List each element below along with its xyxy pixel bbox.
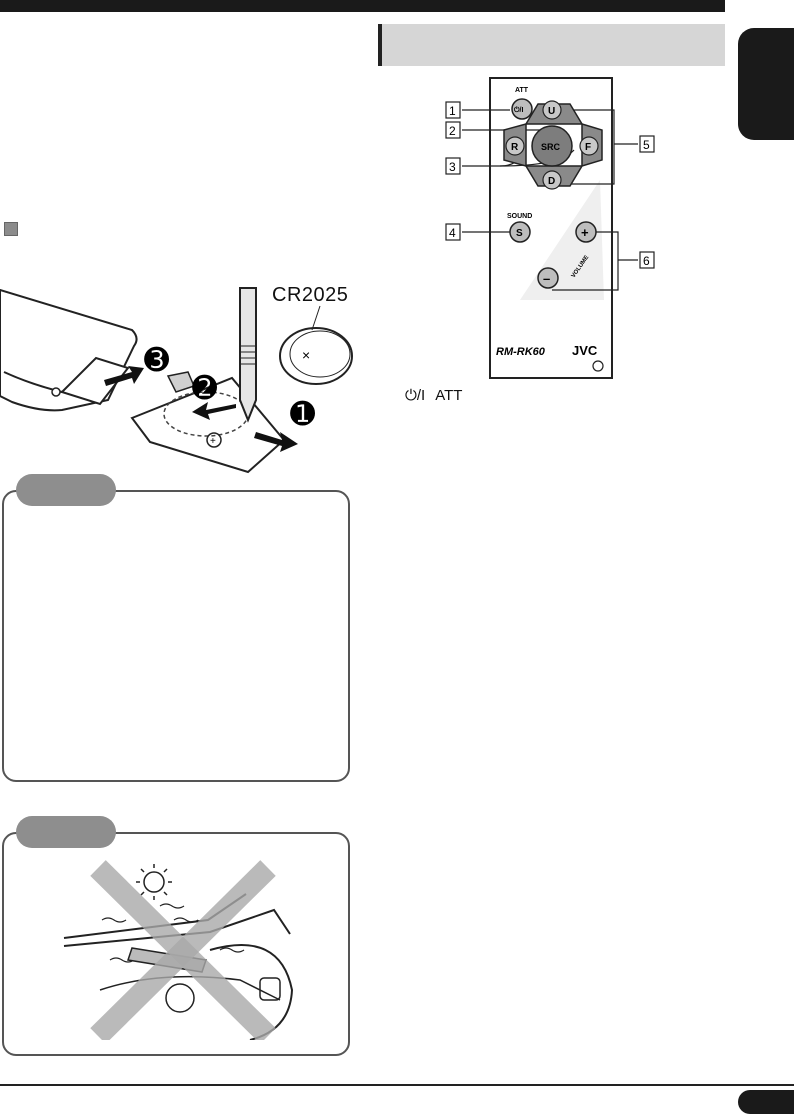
- up-label: U: [548, 106, 555, 117]
- power-button-label: ⏻/I: [514, 106, 523, 114]
- arrow-1: [254, 432, 298, 452]
- callout-6: 6: [643, 254, 650, 268]
- page-number-tab: [738, 1090, 794, 1114]
- r-button: [505, 136, 525, 156]
- section-header-bar: [378, 24, 725, 66]
- callout-1: 1: [449, 104, 456, 118]
- callout-4: 4: [449, 226, 456, 240]
- gauge: [165, 983, 195, 1013]
- power-symbol: ⏻/I: [405, 387, 426, 404]
- remote-hole: [51, 387, 61, 397]
- dashboard-front: [63, 908, 291, 947]
- volume-plus-button: [575, 221, 597, 243]
- remote-control-diagram: ATT ⏻/I U D R F SRC SOUND S + – VOLUME R…: [445, 77, 655, 379]
- att-text: ATT: [435, 387, 463, 404]
- step-3: ➌: [144, 344, 169, 377]
- sun-icon: [143, 871, 165, 893]
- subsection-marker: [4, 222, 18, 236]
- sound-button-label: S: [516, 228, 523, 239]
- callout-3: 3: [449, 160, 456, 174]
- src-label: SRC: [541, 142, 561, 152]
- brand-label: JVC: [572, 343, 598, 358]
- tray-clip: [166, 371, 196, 393]
- arrow-2: [192, 402, 236, 420]
- coin-battery: [279, 327, 353, 385]
- callout-2: 2: [449, 124, 456, 138]
- callout-5: 5: [643, 138, 650, 152]
- tray-plus-text: +: [210, 436, 216, 447]
- coin-battery-rim: [289, 330, 351, 378]
- sound-button: [509, 221, 531, 243]
- arrow-3: [104, 366, 144, 386]
- coin-battery-leader: [311, 305, 321, 331]
- prohibition-cross-b: [90, 860, 276, 1040]
- volume-minus-button: [537, 267, 559, 289]
- down-label: D: [548, 176, 555, 187]
- remote-slot: [60, 356, 130, 406]
- remote-corner-hole: [592, 360, 604, 372]
- callout-boxes: [445, 101, 655, 269]
- f-label: F: [585, 142, 591, 153]
- f-button: [579, 136, 599, 156]
- vent: [259, 977, 281, 1001]
- power-att-legend: ⏻/I ATT: [405, 387, 462, 404]
- coin-battery-mark: ×: [302, 347, 310, 363]
- volume-minus-label: –: [543, 271, 550, 286]
- language-tab: [738, 28, 794, 140]
- heat-waves: [101, 903, 245, 963]
- step-2: ➋: [192, 372, 217, 405]
- sun-rays: [136, 864, 172, 900]
- src-button: [531, 125, 573, 167]
- battery-replacement-illustration: + × ➌ ➋ ➊: [0, 287, 353, 474]
- volume-plus-label: +: [581, 225, 589, 240]
- tray-plus-mark: [206, 432, 222, 448]
- caution-box: [2, 490, 350, 782]
- top-bar: [0, 0, 725, 12]
- power-button: [511, 98, 533, 120]
- model-label: RM-RK60: [496, 346, 546, 358]
- r-label: R: [511, 142, 519, 153]
- warning-box-tab: [16, 816, 116, 848]
- pen-body: [239, 287, 257, 423]
- down-button: [542, 170, 562, 190]
- step-1: ➊: [290, 398, 315, 431]
- bottom-rule: [0, 1084, 794, 1086]
- caution-box-tab: [16, 474, 116, 506]
- up-button: [542, 100, 562, 120]
- battery-type-label: CR2025: [272, 284, 349, 306]
- att-label: ATT: [515, 87, 529, 94]
- no-direct-sunlight-illustration: [63, 860, 294, 1040]
- sound-label: SOUND: [507, 213, 532, 220]
